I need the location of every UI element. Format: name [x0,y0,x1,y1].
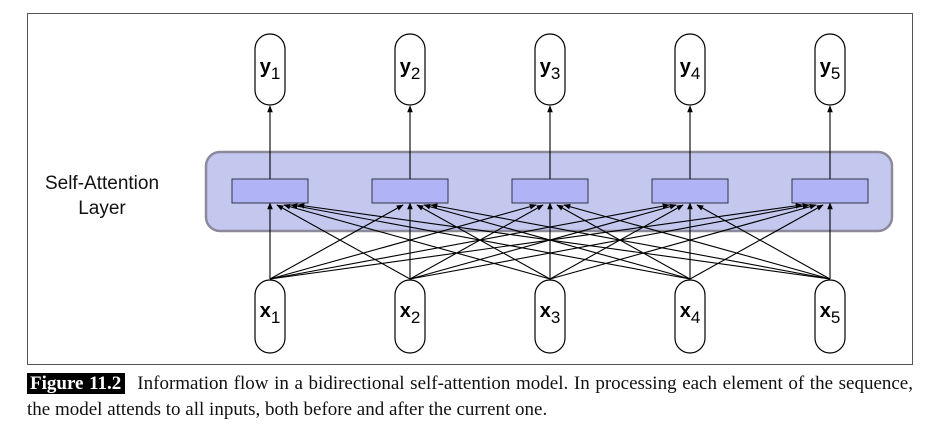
output-box-y5 [814,33,846,106]
input-box-x4 [674,279,706,354]
token-boxes [254,33,846,354]
attention-unit-1 [231,178,309,204]
input-box-x5 [814,279,846,354]
output-label-y4: y4 [679,56,701,83]
attention-edge-x2-to-unit1 [276,204,411,280]
output-label-y1: y1 [259,56,281,83]
attention-edge-x3-to-unit2 [416,204,551,280]
attention-edge-x3-to-unit4 [549,204,684,280]
attention-unit-5 [791,178,869,204]
output-label-y5: y5 [819,56,841,83]
attention-edge-x4-to-unit3 [556,204,691,280]
input-box-x1 [254,279,286,354]
attention-unit-4 [651,178,729,204]
output-box-y4 [674,33,706,106]
output-box-y3 [534,33,566,106]
output-box-y2 [394,33,426,106]
attention-edge-x5-to-unit1 [297,203,831,280]
layer-label-line1: Self-Attention [44,173,160,194]
attention-edge-x5-to-unit4 [696,204,831,280]
attention-edge-x1-to-unit2 [269,204,404,280]
attention-edge-x5-to-unit2 [430,203,831,280]
figure-number: Figure 11.2 [27,373,126,394]
input-label-x4: x4 [679,300,701,327]
input-label-x5: x5 [819,300,841,327]
attention-edge-x2-to-unit3 [409,204,544,280]
self-attention-layer-label: Self-Attention Layer [40,171,164,221]
caption-text: Information flow in a bidirectional self… [27,373,913,420]
input-box-x2 [394,279,426,354]
output-label-y2: y2 [399,56,421,83]
output-label-y3: y3 [539,56,561,83]
attention-edge-x2-to-unit5 [409,203,810,280]
attention-edge-x5-to-unit3 [563,203,831,280]
attention-unit-3 [511,178,589,204]
layer-label-line2: Layer [78,198,126,219]
attention-edge-x4-to-unit1 [290,203,691,280]
attention-connections [267,105,833,280]
figure-frame [27,13,913,365]
attention-edge-x4-to-unit5 [689,204,824,280]
attention-edge-x3-to-unit1 [283,203,551,280]
attention-edge-x2-to-unit4 [409,203,677,280]
attention-unit-2 [371,178,449,204]
input-label-x2: x2 [399,300,421,327]
attention-edge-x3-to-unit5 [549,203,817,280]
input-box-x3 [534,279,566,354]
output-box-y1 [254,33,286,106]
attention-edge-x1-to-unit4 [269,203,670,280]
input-label-x3: x3 [539,300,561,327]
attention-edge-x4-to-unit2 [423,203,691,280]
attention-diagram [204,33,894,354]
input-label-x1: x1 [259,300,281,327]
attention-edge-x1-to-unit5 [269,203,803,280]
attention-edge-x1-to-unit3 [269,203,537,280]
attention-units [231,178,869,204]
